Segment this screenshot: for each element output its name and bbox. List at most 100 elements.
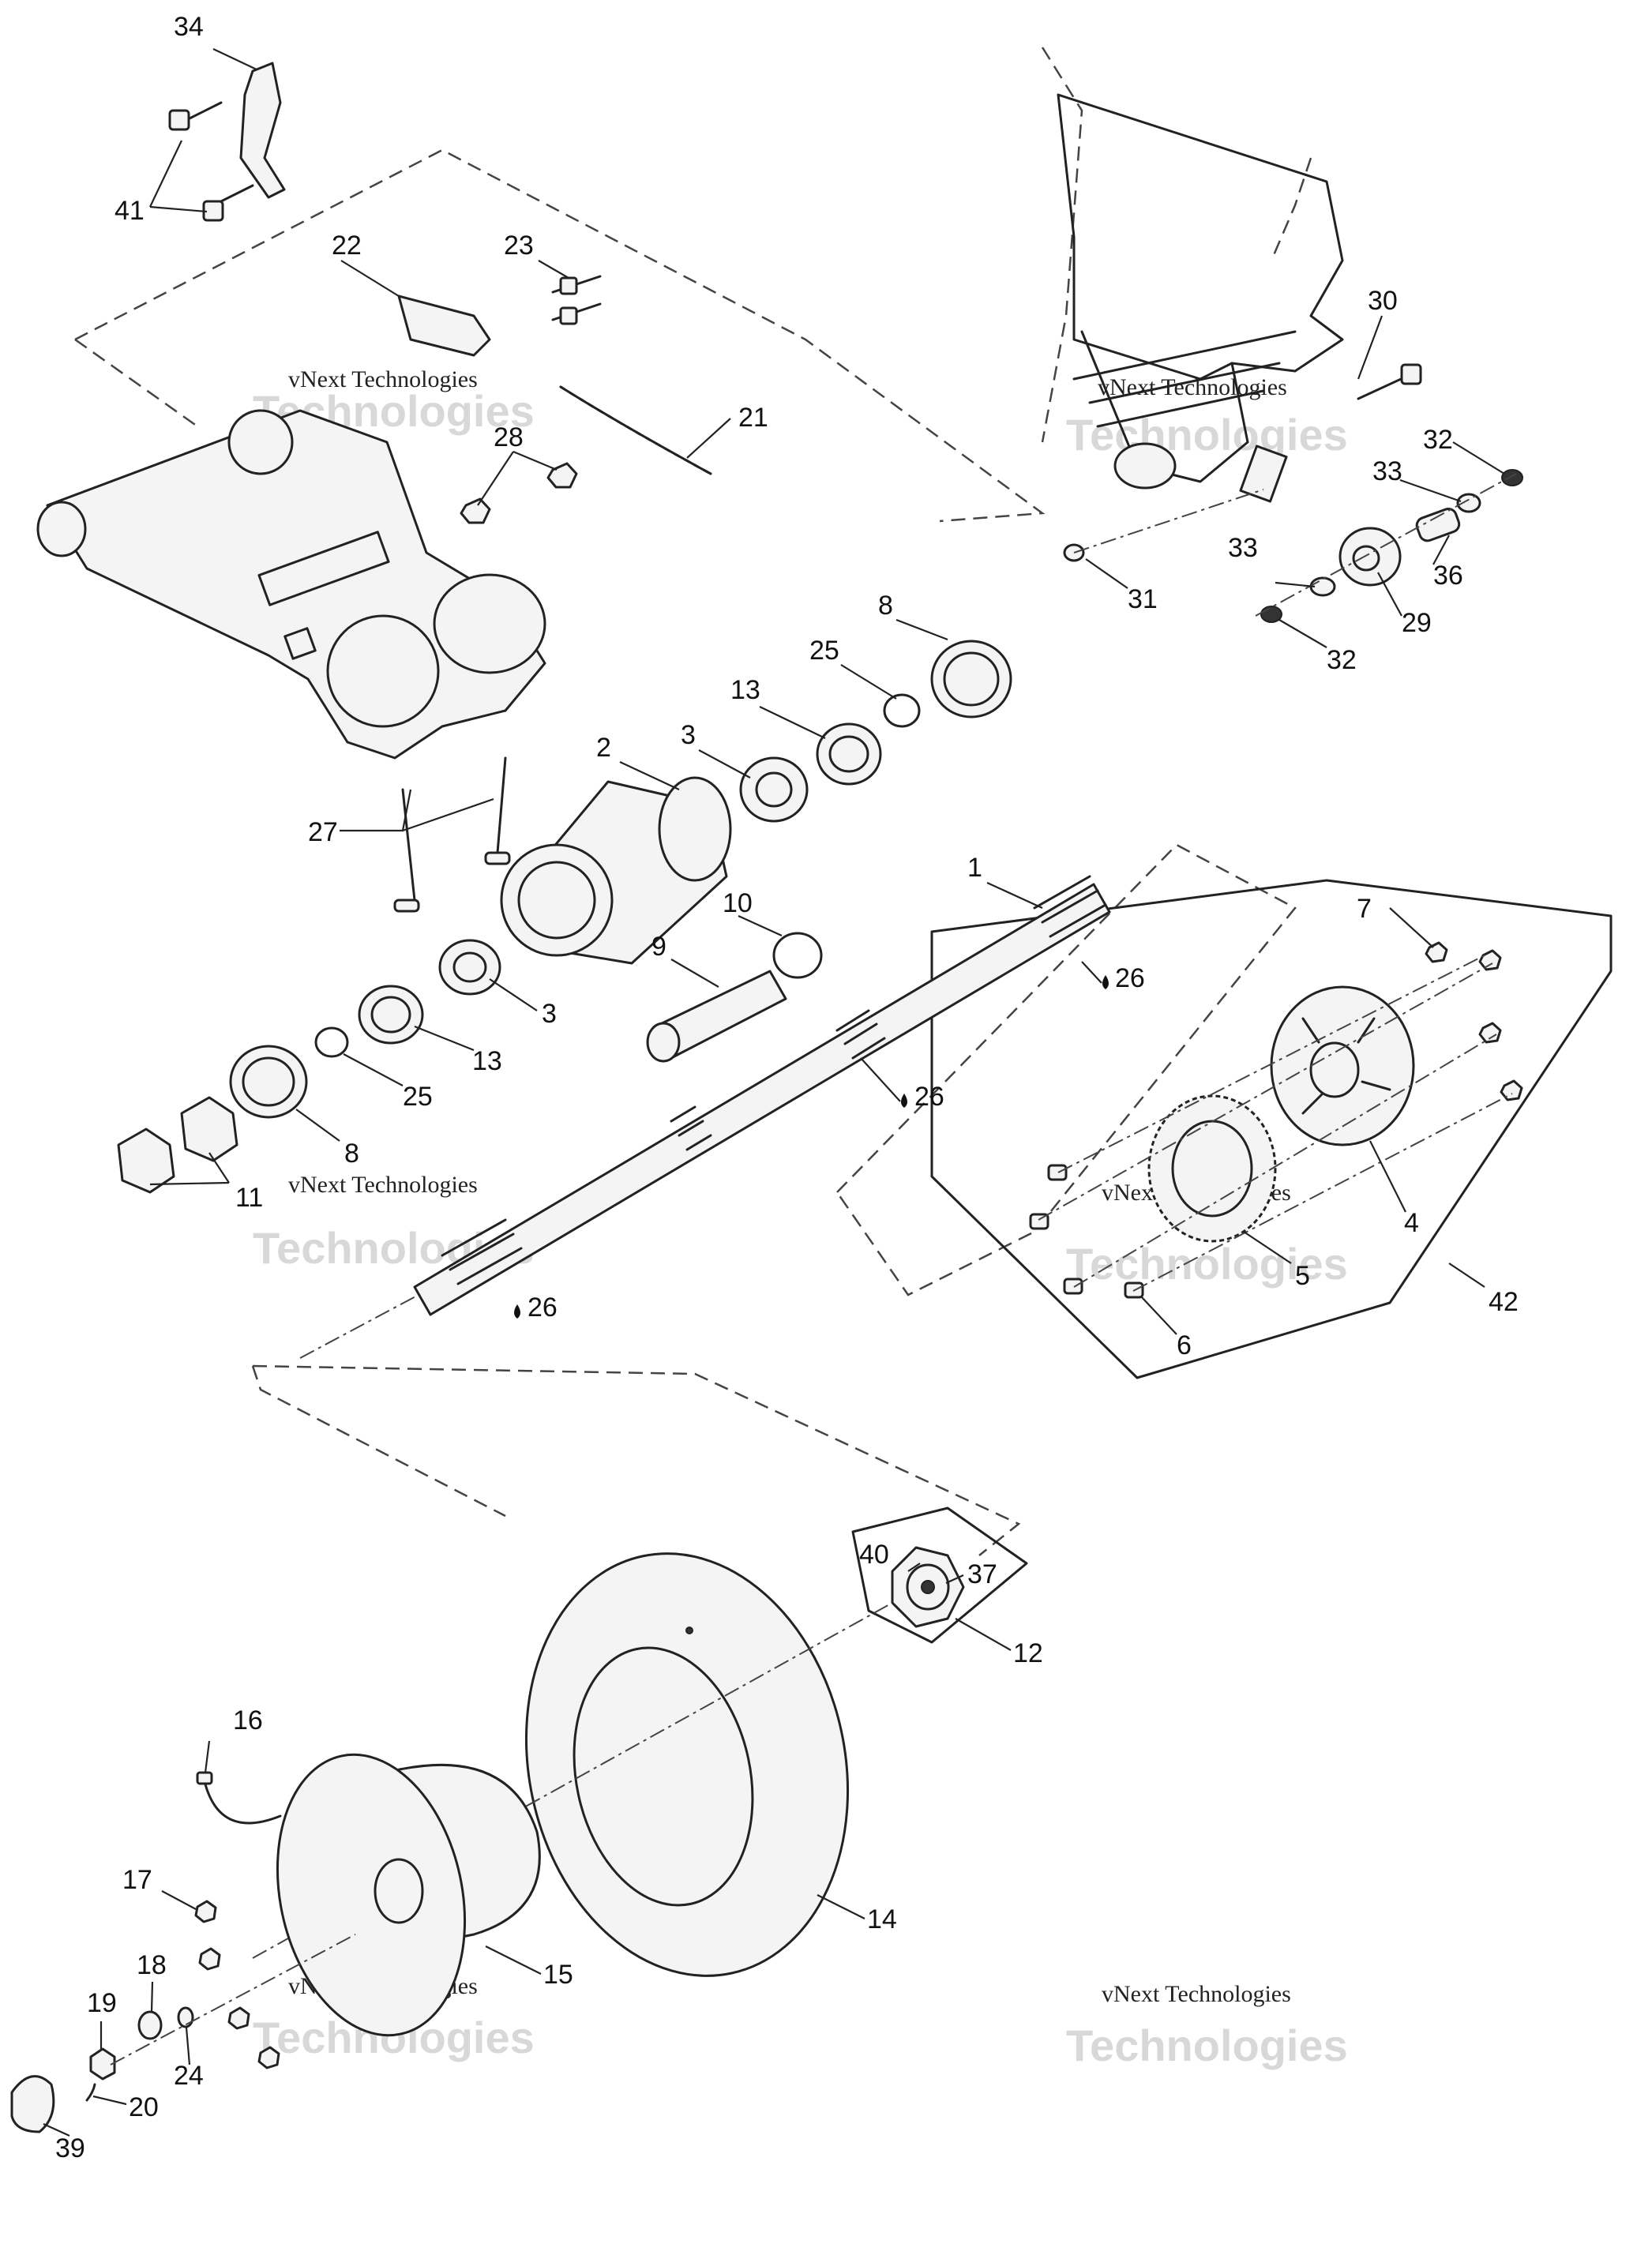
seal-13-bottom-bore xyxy=(370,996,411,1034)
hub-12 xyxy=(891,1546,965,1628)
frame-mount-bracket xyxy=(1239,445,1288,503)
seal-13-top-bore xyxy=(828,735,869,773)
nut-7-d xyxy=(1500,1079,1523,1101)
leader-7 xyxy=(1389,907,1434,948)
leader-16 xyxy=(204,1740,211,1773)
leader-26-2 xyxy=(860,1057,901,1102)
bracket-34 xyxy=(239,62,286,199)
bolt-6-b xyxy=(1029,1213,1049,1230)
leader-13-top xyxy=(759,706,826,739)
swingarm-outline-left xyxy=(74,338,198,428)
leader-33-top xyxy=(1399,478,1462,503)
nut-11-a xyxy=(180,1096,238,1162)
callout-26-c: 26 xyxy=(528,1293,558,1323)
axle-spline-mid xyxy=(835,1009,886,1060)
seal-8-top-bore xyxy=(943,651,1000,707)
hub-12-bore xyxy=(921,1580,935,1594)
callout-37: 37 xyxy=(967,1559,997,1589)
bolt-axes xyxy=(1038,955,1513,1292)
sprocket-kit-outline xyxy=(930,879,1613,1379)
axle-outline xyxy=(835,843,1297,1296)
bolt-27-right xyxy=(496,756,507,854)
nut-17-d xyxy=(257,2046,280,2069)
callout-15: 15 xyxy=(543,1960,573,1990)
axle-spline-left xyxy=(441,1218,523,1285)
leader-8-bottom xyxy=(295,1109,340,1142)
leader-40 xyxy=(907,1563,921,1572)
callout-19: 19 xyxy=(87,1988,117,2018)
valve-stem-16 xyxy=(196,1771,213,1785)
axis-31 xyxy=(1073,489,1264,553)
axle-1 xyxy=(299,875,1111,1359)
leader-24 xyxy=(185,2027,191,2066)
bolt-23-head-b xyxy=(559,306,578,325)
rim-hub-center xyxy=(374,1858,424,1924)
leader-25-top xyxy=(840,664,897,700)
callout-33-top: 33 xyxy=(1372,456,1402,486)
leader-8-top xyxy=(895,618,948,641)
watermark-big-2: Technologies xyxy=(1066,410,1348,460)
callout-36: 36 xyxy=(1433,561,1463,591)
leader-33-bottom xyxy=(1275,581,1316,588)
axle-spline-right xyxy=(1033,875,1107,938)
callout-32-top: 32 xyxy=(1423,425,1453,455)
callout-42: 42 xyxy=(1489,1287,1519,1317)
bolt-23-head-a xyxy=(559,276,578,295)
wheel-hardware xyxy=(10,1900,356,2133)
swingarm-bearing-housing-right xyxy=(433,573,546,674)
callout-7: 7 xyxy=(1357,894,1372,924)
leader-23 xyxy=(538,260,569,279)
swingarm-bearing-housing-left xyxy=(326,614,440,728)
nut-32-top xyxy=(1501,469,1523,486)
hub-kit-outline xyxy=(851,1506,1028,1644)
sprocket-hub-4-bore xyxy=(1309,1041,1360,1098)
callout-26-b: 26 xyxy=(914,1082,944,1112)
nut-7-b xyxy=(1478,949,1502,971)
callout-23: 23 xyxy=(504,231,534,261)
washer-18 xyxy=(137,2010,163,2040)
callout-3-top: 3 xyxy=(681,720,696,750)
swingarm-pivot-upper xyxy=(227,409,294,475)
bolt-41-bottom-shaft xyxy=(220,184,254,203)
leader-2 xyxy=(619,761,680,790)
callout-8-bottom: 8 xyxy=(344,1139,359,1169)
bearing-3-top-bore xyxy=(755,771,793,808)
chain-21-links xyxy=(559,385,712,475)
leader-34 xyxy=(212,48,257,70)
leader-27 xyxy=(340,789,494,832)
callout-3-bottom: 3 xyxy=(542,999,557,1029)
bushing-29-bore xyxy=(1352,545,1380,572)
leader-30 xyxy=(1357,315,1384,380)
callout-30: 30 xyxy=(1368,286,1398,316)
bolt-41-top-head xyxy=(168,109,190,131)
tire-14 xyxy=(252,1552,893,1977)
callout-17: 17 xyxy=(122,1865,152,1895)
leader-21 xyxy=(686,418,731,459)
callout-20: 20 xyxy=(129,2092,159,2122)
sprocket-hub-4-spokes xyxy=(1301,1017,1391,1115)
bolt-41-top-shaft xyxy=(188,101,223,120)
callout-6: 6 xyxy=(1177,1330,1192,1360)
callout-10: 10 xyxy=(723,888,753,918)
callout-21: 21 xyxy=(738,403,768,433)
frame-outline-left xyxy=(1041,47,1083,443)
watermark-text-6: vNext Technologies xyxy=(1102,1981,1291,2007)
leader-1 xyxy=(986,881,1043,910)
washer-33-top xyxy=(1456,493,1481,513)
seal-8-bottom-bore xyxy=(242,1056,295,1107)
bolt-6-c xyxy=(1063,1278,1083,1295)
callout-18: 18 xyxy=(137,1950,167,1980)
leader-32-bottom xyxy=(1278,619,1327,648)
swingarm xyxy=(36,409,546,760)
watermark-group: Technologies Technologies Technologies T… xyxy=(253,366,1348,2070)
spacer-36 xyxy=(1415,507,1461,542)
valve-leader xyxy=(204,1783,282,1825)
assembly-outlines xyxy=(74,47,1613,1644)
axle-centerline xyxy=(299,1294,419,1359)
bearing-stack xyxy=(117,640,1012,1194)
leader-26-1 xyxy=(1081,961,1102,984)
cotter-20 xyxy=(85,2083,96,2102)
tire-bore xyxy=(573,1646,754,1907)
swingarm-slot xyxy=(257,531,390,606)
watermark-text-2: vNext Technologies xyxy=(1098,374,1287,400)
